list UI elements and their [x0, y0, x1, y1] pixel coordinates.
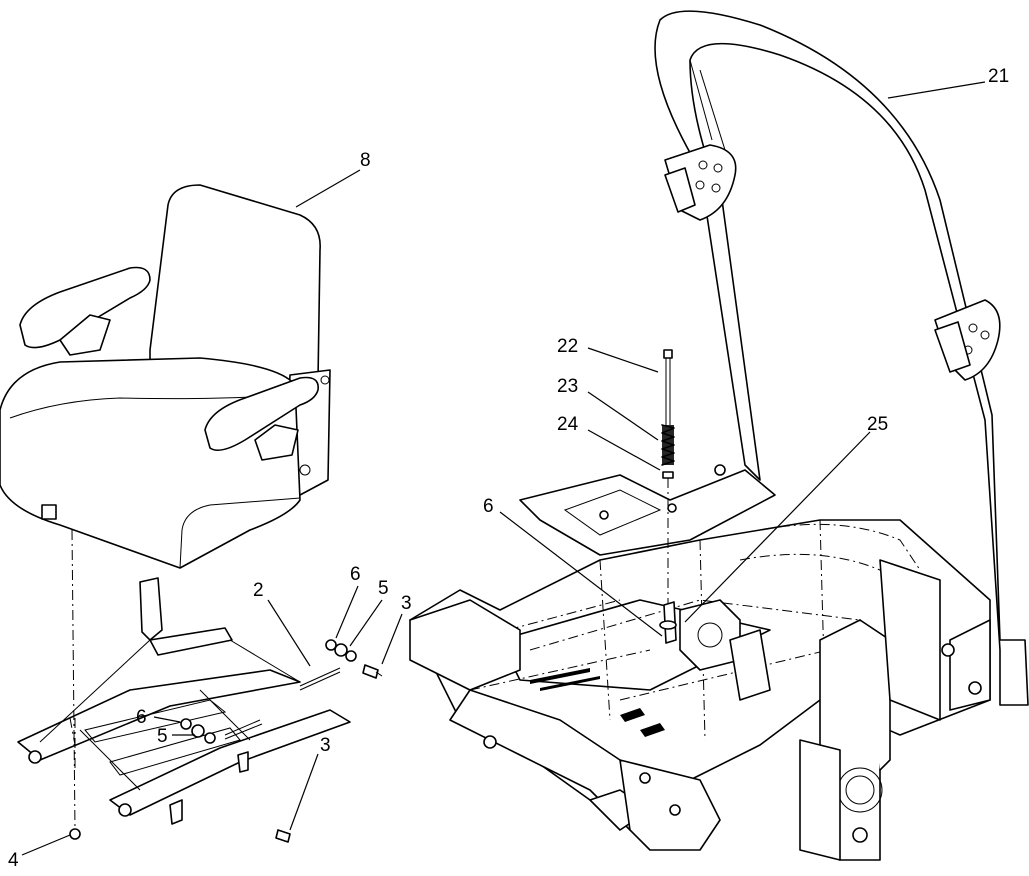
callout-3-lower: 3: [320, 735, 331, 756]
seat-assembly: [0, 184, 331, 569]
callout-22: 22: [557, 336, 578, 357]
callout-5-lower: 5: [157, 726, 168, 747]
seat-mount-frame: [17, 577, 351, 825]
callout-6-upper: 6: [350, 564, 361, 585]
main-frame: [409, 464, 991, 861]
seat-hardware: [69, 529, 383, 843]
callout-6-frame: 6: [483, 496, 494, 517]
latch-rod-assembly: [659, 349, 677, 644]
roll-bar: [654, 10, 1029, 706]
callout-3-upper: 3: [401, 593, 412, 614]
callout-23: 23: [557, 376, 578, 397]
callout-21: 21: [988, 66, 1009, 87]
leader-lines: [21, 81, 986, 856]
callout-24: 24: [557, 414, 579, 435]
callout-2: 2: [253, 580, 264, 601]
callout-labels: 8 21 22 23 24 25 6 2 6 5 3 6 5 3 4: [8, 66, 1009, 871]
callout-6-lower: 6: [136, 707, 147, 728]
callout-5-upper: 5: [378, 578, 389, 599]
callout-25: 25: [867, 414, 888, 435]
callout-8: 8: [360, 150, 371, 171]
callout-4: 4: [8, 850, 19, 871]
